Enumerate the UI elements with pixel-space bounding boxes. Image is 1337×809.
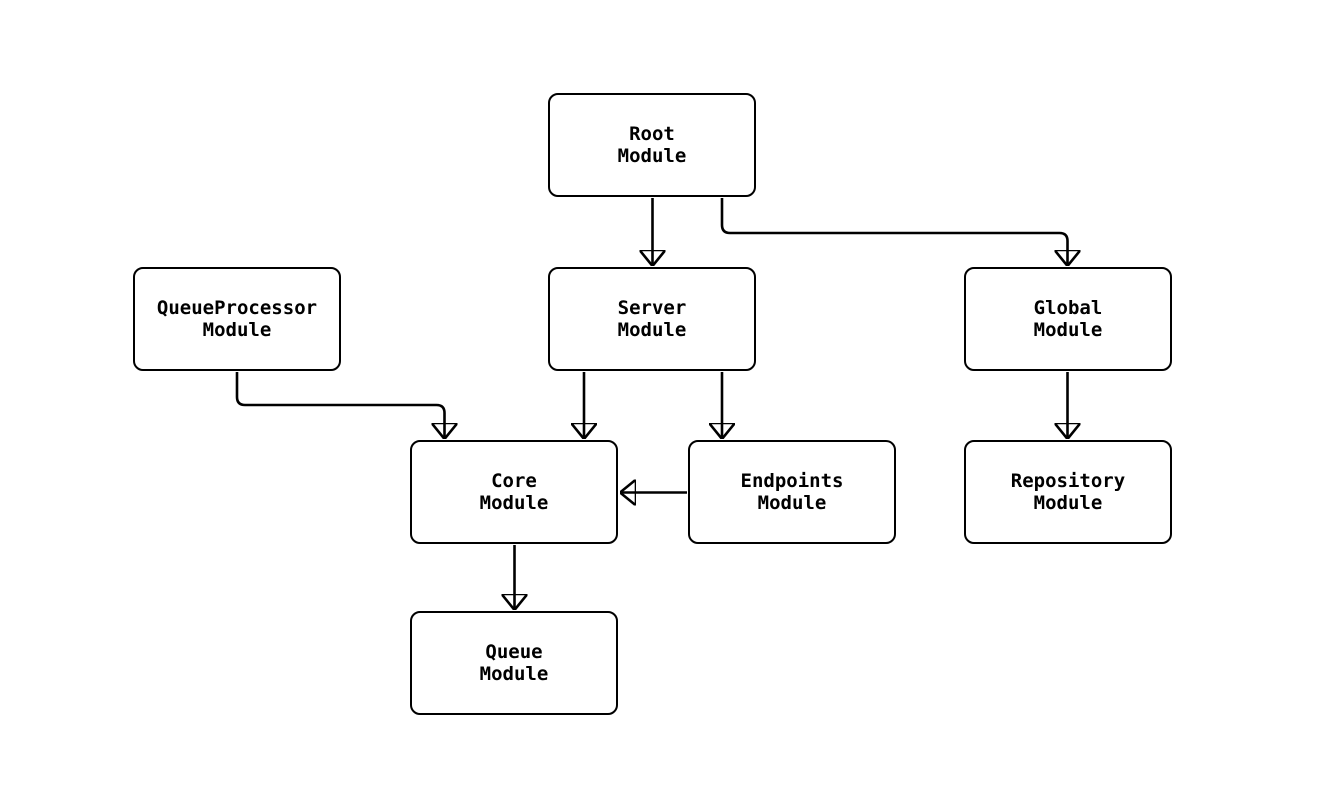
node-repository-module-label: Repository Module xyxy=(1010,470,1126,514)
node-root-module-label: Root Module xyxy=(617,123,687,167)
node-root-module: Root Module xyxy=(548,93,756,197)
node-global-module-label: Global Module xyxy=(1033,297,1103,341)
node-server-module: Server Module xyxy=(548,267,756,371)
node-server-module-label: Server Module xyxy=(617,297,687,341)
node-repository-module: Repository Module xyxy=(964,440,1172,544)
node-queueprocessor-module: QueueProcessor Module xyxy=(133,267,341,371)
node-global-module: Global Module xyxy=(964,267,1172,371)
node-endpoints-module-label: Endpoints Module xyxy=(740,470,844,514)
node-core-module-label: Core Module xyxy=(479,470,549,514)
node-core-module: Core Module xyxy=(410,440,618,544)
node-queueprocessor-module-label: QueueProcessor Module xyxy=(156,297,318,341)
node-endpoints-module: Endpoints Module xyxy=(688,440,896,544)
edge-queueprocessor-to-core xyxy=(235,372,445,437)
node-queue-module: Queue Module xyxy=(410,611,618,715)
node-queue-module-label: Queue Module xyxy=(479,641,549,685)
edge-root-to-global xyxy=(720,198,1068,264)
